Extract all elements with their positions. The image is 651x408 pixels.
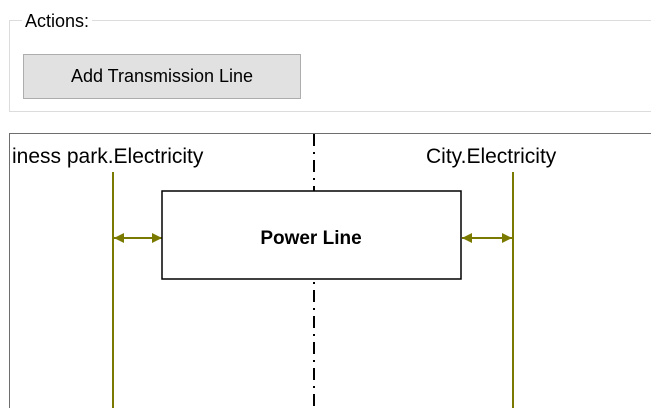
right-connector-arrow-left-icon <box>462 233 472 243</box>
add-transmission-line-button[interactable]: Add Transmission Line <box>23 54 301 99</box>
diagram-drawing: Power Line <box>112 134 514 408</box>
power-line-box[interactable] <box>161 190 462 280</box>
actions-group-label: Actions: <box>22 10 93 32</box>
left-connector-arrow-right-icon <box>152 233 162 243</box>
right-connector-arrow-right-icon <box>502 233 512 243</box>
power-line-label: Power Line <box>260 228 361 249</box>
actions-groupbox <box>9 20 651 112</box>
right-connector[interactable] <box>462 233 512 243</box>
left-connector[interactable] <box>114 233 162 243</box>
right-lifeline-label: City.Electricity <box>426 145 557 168</box>
left-lifeline-label: iness park.Electricity <box>12 145 204 168</box>
left-connector-arrow-left-icon <box>114 233 124 243</box>
sequence-diagram-canvas[interactable]: Power Line iness park.Electricity City.E… <box>9 133 651 408</box>
